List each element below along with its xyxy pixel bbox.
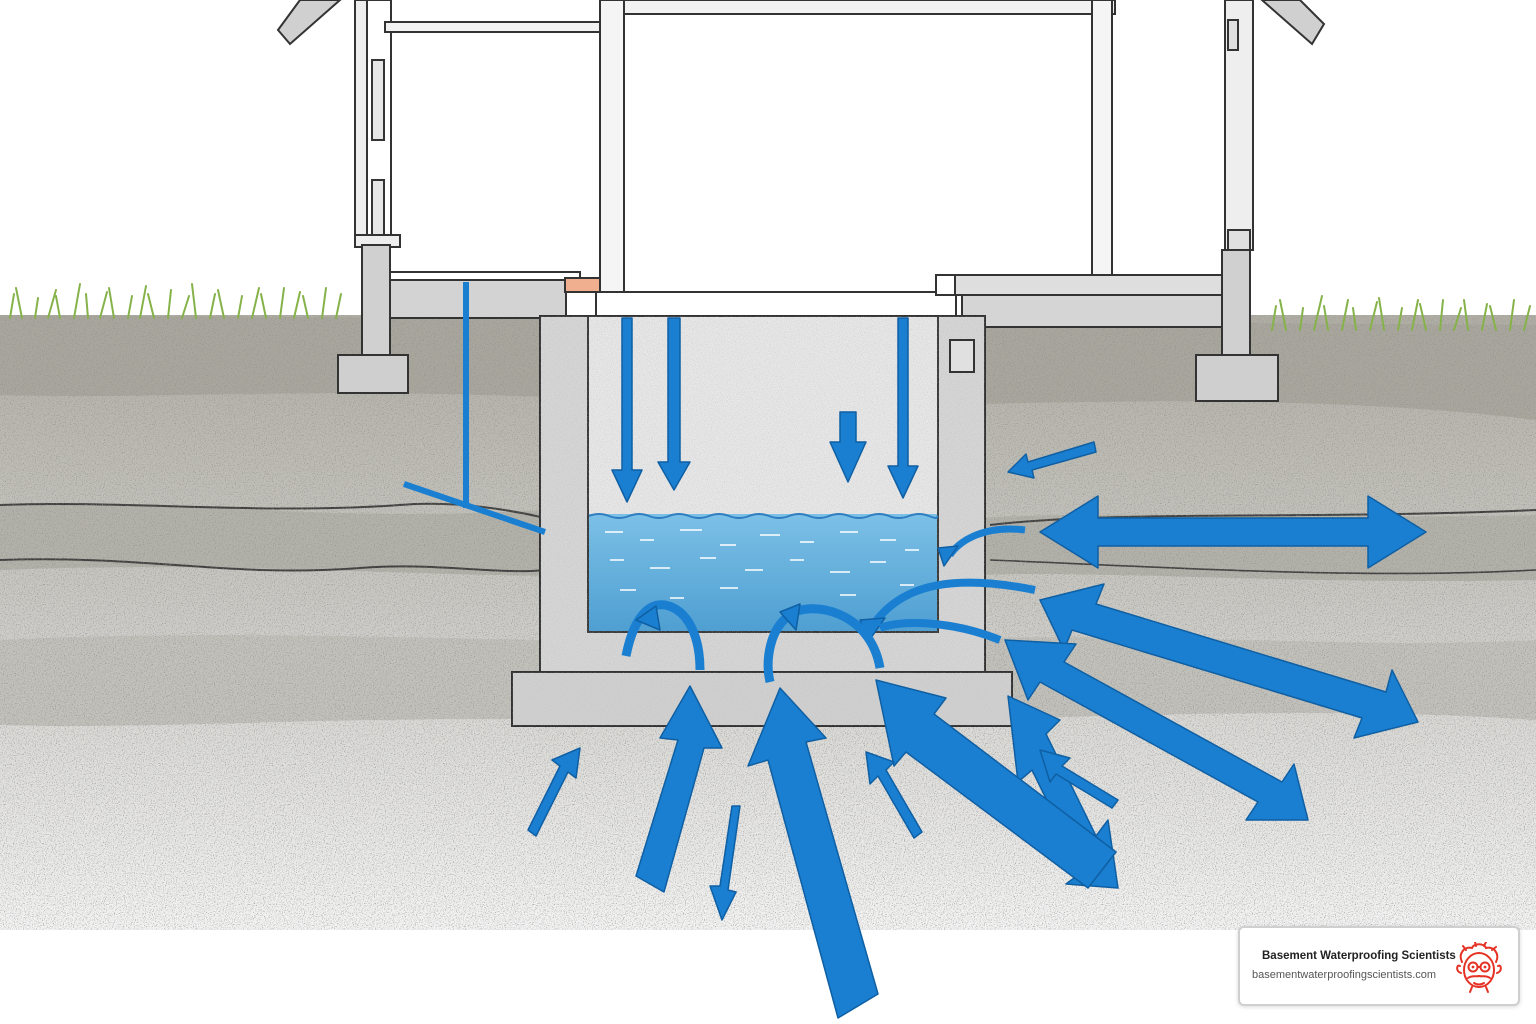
brand-url: basementwaterproofingscientists.com [1252, 969, 1437, 981]
center-post-left [599, 0, 625, 296]
seepage-arrow [887, 317, 919, 499]
uplift-arrow [875, 679, 1117, 889]
house-structure [276, 0, 1326, 296]
brand-card: Basement Waterproofing Scientists baseme… [1238, 926, 1520, 1006]
curved-inflow-arrow [866, 578, 1036, 633]
thin-arrow [709, 805, 741, 921]
double-arrow-diagonal [1004, 639, 1309, 821]
roof-right [1260, 0, 1326, 46]
left-floor-slab [387, 279, 567, 319]
left-footing-pad [337, 354, 409, 394]
right-footing-post [1221, 249, 1251, 356]
slabs-and-footings [337, 244, 1279, 402]
grass [9, 283, 1531, 331]
thin-arrow [527, 747, 581, 837]
inflow-arrow-small [1007, 441, 1097, 479]
center-post-right [1091, 0, 1113, 281]
uplift-arrow [747, 687, 879, 1019]
scientist-mascot-icon [1456, 942, 1502, 993]
water-ripples [605, 529, 919, 599]
right-footing-pad [1195, 354, 1279, 402]
brand-name: Basement Waterproofing Scientists [1262, 950, 1456, 962]
double-arrow-horizontal [1039, 495, 1427, 569]
curved-inflow-arrowhead [635, 605, 661, 631]
lateral-drain-pipe [403, 481, 546, 535]
curved-inflow-arrow [621, 600, 705, 671]
upper-beam [599, 0, 1116, 15]
seepage-arrow [829, 411, 867, 483]
right-floor-slab [954, 274, 1246, 296]
uplift-arrow [635, 685, 723, 893]
water-flow-arrows [527, 317, 1427, 1019]
thin-arrow [865, 751, 923, 839]
seepage-arrow [657, 317, 691, 491]
seepage-arrow [611, 317, 643, 503]
thin-arrow [1039, 749, 1119, 809]
curved-inflow-arrow [878, 619, 1002, 644]
curved-inflow-arrowhead [779, 603, 801, 631]
left-footing-post [361, 244, 391, 356]
double-arrow-diagonal [1039, 583, 1419, 739]
drain-pipes [403, 282, 546, 535]
center-floor-beam [595, 291, 957, 317]
curved-inflow-arrowhead [937, 545, 959, 567]
roof-left [276, 0, 342, 46]
wall-left-outer [354, 0, 368, 246]
basement-pit [511, 315, 1013, 727]
